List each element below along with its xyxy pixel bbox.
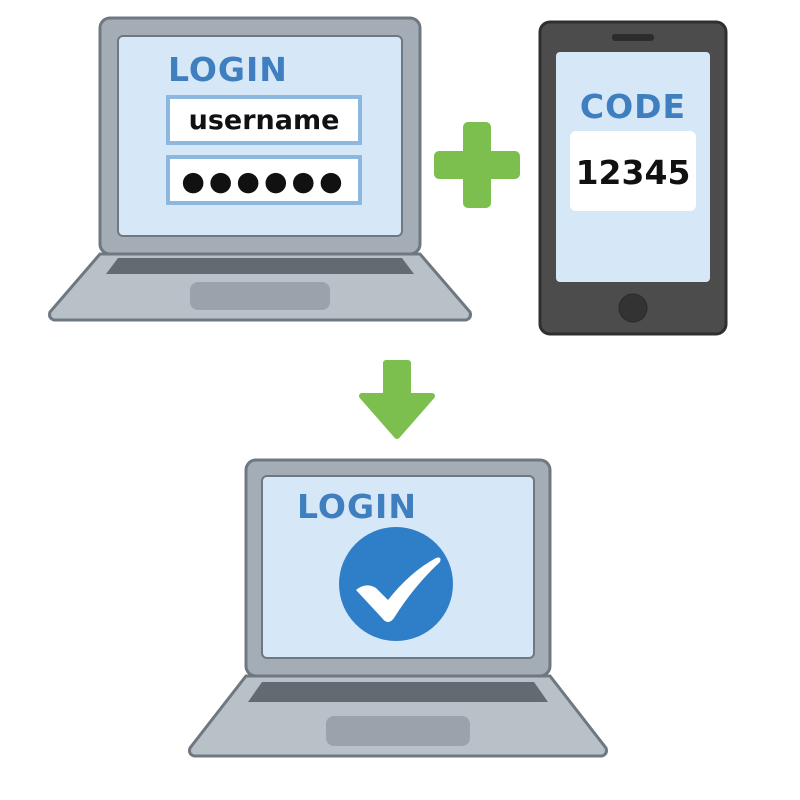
plus-icon [434,122,520,208]
password-field[interactable] [166,155,362,205]
smartphone: CODE 12345 [538,20,728,336]
phone-home-button[interactable] [618,293,648,323]
username-field-value: username [189,105,340,136]
laptop-top-login-title: LOGIN [168,50,288,89]
laptop-top-keyboard [106,258,414,274]
laptop-top: LOGIN username ●●●●●● [48,16,472,322]
laptop-bottom-keyboard [248,682,548,702]
phone-code-title: CODE [580,87,686,126]
laptop-bottom-login-title: LOGIN [297,487,417,526]
phone-speaker [612,34,654,41]
code-value: 12345 [576,153,691,192]
laptop-top-touchpad [190,282,330,310]
checkmark-circle-icon [339,527,453,641]
code-display-box [570,131,696,211]
laptop-bottom-touchpad [326,716,470,746]
password-field-value: ●●●●●● [181,166,346,197]
arrow-down-icon [359,360,435,439]
username-field[interactable] [166,95,362,145]
laptop-bottom: LOGIN [188,458,608,758]
